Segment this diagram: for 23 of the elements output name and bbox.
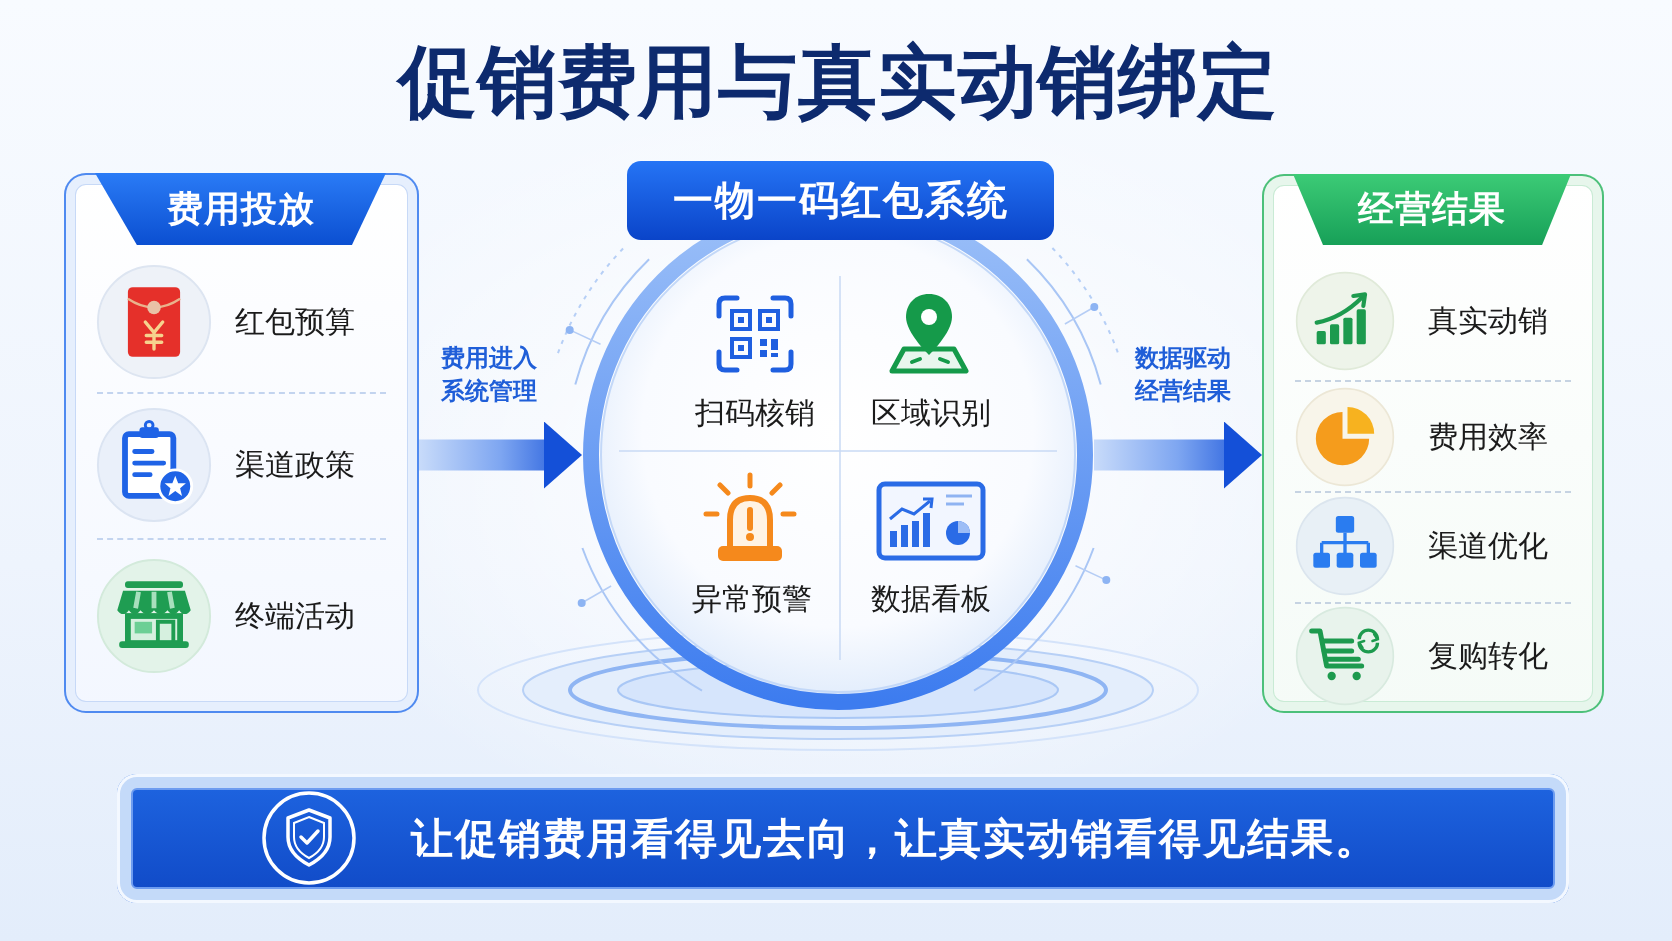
edge-label: 数据驱动经营结果 <box>1135 343 1232 407</box>
item-label: 终端活动 <box>235 597 355 635</box>
panel-heading: 经营结果 <box>1293 174 1571 245</box>
arrow <box>1094 421 1262 489</box>
system-heading: 一物一码红包系统 <box>627 161 1054 240</box>
panel-heading: 费用投放 <box>95 173 386 245</box>
panel-card <box>64 173 419 713</box>
edge-label: 费用进入系统管理 <box>441 343 538 407</box>
item-label: 扫码核销 <box>695 395 815 431</box>
item-label: 复购转化 <box>1428 637 1548 675</box>
item-label: 区域识别 <box>871 395 991 431</box>
item-label: 异常预警 <box>692 581 812 617</box>
item-label: 数据看板 <box>871 581 991 617</box>
item-label: 渠道优化 <box>1428 527 1548 565</box>
title: 促销费用与真实动销绑定 <box>398 35 1278 130</box>
slogan-text: 让促销费用看得见去向，让真实动销看得见结果。 <box>411 812 1379 865</box>
slogan-banner <box>117 774 1569 903</box>
item-label: 渠道政策 <box>235 446 355 484</box>
item-label: 红包预算 <box>235 303 355 341</box>
arrow <box>419 421 582 489</box>
item-label: 真实动销 <box>1428 302 1548 340</box>
panel-card <box>1262 174 1604 713</box>
item-label: 费用效率 <box>1428 418 1548 456</box>
